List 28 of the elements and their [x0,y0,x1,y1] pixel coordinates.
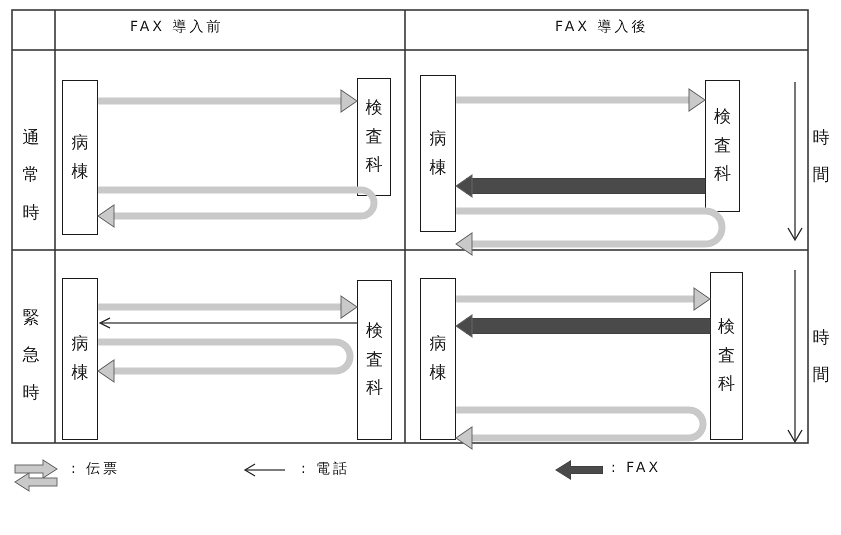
department-box: 病棟 [62,80,98,235]
department-box: 検査科 [357,78,391,196]
legend-text: : 電話 [301,460,350,478]
slip-arrow [98,338,354,382]
slip-arrow [456,406,706,450]
department-box: 病棟 [420,278,456,440]
slip-arrow [98,90,358,112]
fax-arrow [456,174,705,198]
department-box: 病棟 [420,75,456,232]
axis-label: 時間 [812,327,830,388]
row-header: 通常時 [22,127,40,225]
department-box: 検査科 [705,80,740,212]
legend-text: : FAX [611,460,662,476]
column-header: FAX 導入前 [130,18,224,36]
row-header: 緊急時 [22,307,40,405]
slip-arrow [456,288,710,310]
column-header: FAX 導入後 [555,18,648,36]
fax-arrow [456,314,710,338]
slip-arrow [456,88,706,112]
axis-label: 時間 [812,127,830,188]
legend-text: : 伝票 [71,460,120,478]
slip-arrow [98,296,358,318]
slip-arrow [98,186,378,228]
department-box: 検査科 [357,280,392,440]
slip-arrow [456,208,726,256]
department-box: 検査科 [710,272,743,440]
department-box: 病棟 [62,278,98,440]
thin-arrow [99,317,357,329]
